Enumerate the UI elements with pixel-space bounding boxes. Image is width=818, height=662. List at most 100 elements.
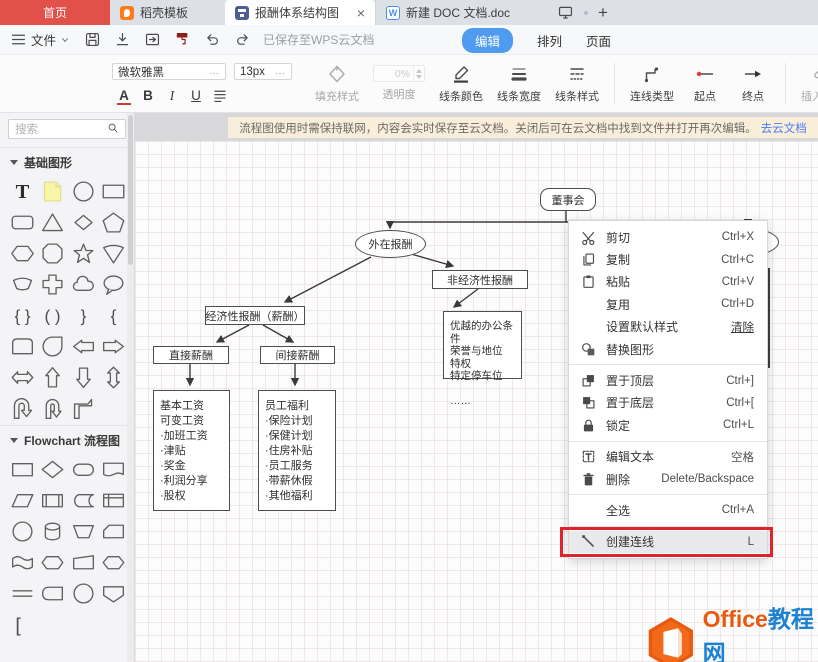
shape-corner-arrow[interactable] [68, 395, 99, 421]
shape-bracket[interactable]: [ [7, 611, 38, 637]
italic-button[interactable]: I [169, 87, 175, 103]
download-icon[interactable] [114, 31, 131, 48]
shape-card[interactable] [99, 518, 130, 544]
close-tab-icon[interactable]: × [356, 4, 365, 21]
shape-process[interactable] [7, 456, 38, 482]
underline-button[interactable]: U [191, 88, 201, 103]
shape-stored-data[interactable] [68, 487, 99, 513]
shape-manual-input[interactable] [68, 549, 99, 575]
canvas[interactable]: 流程图使用时需保持联网，内容会实时保存至云文档。关闭后可在云文档中找到文件并打开… [135, 113, 818, 662]
shape-cylinder[interactable] [38, 518, 69, 544]
diagram-node-board[interactable]: 董事会 [540, 188, 596, 211]
spin-up-icon[interactable] [416, 68, 422, 73]
shape-text[interactable]: T [7, 178, 38, 204]
diagram-node-external[interactable]: 外在报酬 [355, 230, 426, 258]
shape-diamond[interactable] [68, 209, 99, 235]
shape-sticky-note[interactable] [38, 178, 69, 204]
toolbar-group-connector-type[interactable]: 连线类型 [623, 55, 681, 112]
shape-u-turn-arrow[interactable] [7, 395, 38, 421]
toolbar-group-line-start[interactable]: 起点 [681, 55, 729, 112]
file-menu[interactable]: 文件 [10, 30, 70, 49]
shape-speech-bubble[interactable] [99, 271, 130, 297]
diagram-node-noneco[interactable]: 非经济性报酬 [432, 270, 528, 289]
align-icon[interactable] [208, 87, 232, 104]
bold-button[interactable]: B [143, 88, 153, 103]
shape-paren-pair[interactable]: ( ) [38, 302, 69, 328]
menu-item-替换图形[interactable]: 替换图形 [569, 338, 767, 360]
spin-down-icon[interactable] [416, 74, 422, 79]
diagram-node-direct[interactable]: 直接薪酬 [153, 346, 229, 364]
shape-star[interactable] [68, 240, 99, 266]
section-header-basic-shapes[interactable]: 基础图形 [0, 147, 134, 176]
shape-terminator[interactable] [68, 456, 99, 482]
shape-brace-pair[interactable]: { } [7, 302, 38, 328]
tab-edit-mode[interactable]: 编辑 [462, 27, 514, 53]
shape-teardrop[interactable] [38, 333, 69, 359]
monitor-icon[interactable] [557, 4, 574, 21]
go-to-cloud-link[interactable]: 去云文档 [760, 122, 807, 135]
diagram-node-indirect[interactable]: 间接薪酬 [260, 346, 335, 364]
shape-pentagon[interactable] [99, 209, 130, 235]
shape-paper-tape[interactable] [7, 549, 38, 575]
shape-display[interactable] [38, 580, 69, 606]
toolbar-group-line-style[interactable]: 线条样式 [548, 55, 606, 112]
shape-arc-band[interactable] [7, 271, 38, 297]
new-tab-button[interactable]: + [598, 2, 608, 22]
shape-subroutine[interactable] [38, 487, 69, 513]
shape-rectangle[interactable] [99, 178, 130, 204]
tab-home[interactable]: 首页 [0, 0, 110, 25]
shape-cone[interactable] [99, 240, 130, 266]
sidebar-scrollbar[interactable] [127, 113, 134, 662]
diagram-node-welfare[interactable]: 员工福利·保险计划·保健计划·住房补贴·员工服务·带薪休假·其他福利 [258, 390, 336, 511]
save-icon[interactable] [84, 31, 101, 48]
redo-icon[interactable] [234, 31, 251, 48]
shape-octagon[interactable] [38, 240, 69, 266]
shape-hexagon[interactable] [7, 240, 38, 266]
toolbar-group-line-end[interactable]: 终点 [729, 55, 777, 112]
diagram-node-perks[interactable]: 优越的办公条件荣誉与地位特权特定停车位 …… [443, 311, 522, 407]
format-painter-icon[interactable] [174, 31, 191, 48]
shape-preparation[interactable] [38, 549, 69, 575]
shape-arrow-down[interactable] [68, 364, 99, 390]
shape-parallelogram[interactable] [7, 487, 38, 513]
shape-internal-storage[interactable] [99, 487, 130, 513]
shape-arrow-up[interactable] [38, 364, 69, 390]
shape-arrow-double-v[interactable] [99, 364, 130, 390]
shape-brace-right[interactable]: } [68, 302, 99, 328]
shape-arrow-right[interactable] [99, 333, 130, 359]
section-header-flowchart[interactable]: Flowchart 流程图 [0, 425, 134, 454]
tab-doc[interactable]: W 新建 DOC 文档.doc [375, 0, 543, 25]
menu-item-编辑文本[interactable]: 编辑文本空格 [569, 446, 767, 468]
shape-ellipse[interactable] [68, 178, 99, 204]
toolbar-group-line-color[interactable]: 线条颜色 [432, 55, 490, 112]
shape-manual-operation[interactable] [68, 518, 99, 544]
shape-off-page[interactable] [99, 580, 130, 606]
menu-item-设置默认样式[interactable]: 设置默认样式清除 [569, 316, 767, 338]
tab-arrange-mode[interactable]: 排列 [537, 34, 563, 49]
shape-double-line[interactable] [7, 580, 38, 606]
shape-u-turn-arrow-2[interactable] [38, 395, 69, 421]
shape-cloud[interactable] [68, 271, 99, 297]
shape-half-rounded-rect[interactable] [7, 333, 38, 359]
shape-display-hex[interactable] [99, 549, 130, 575]
tab-docer[interactable]: 稻壳模板 [110, 0, 225, 25]
export-icon[interactable] [144, 31, 161, 48]
shape-decision[interactable] [38, 456, 69, 482]
font-color-button[interactable]: A [112, 88, 136, 105]
tab-page-mode[interactable]: 页面 [586, 34, 612, 49]
shape-circle2[interactable] [68, 580, 99, 606]
shape-document[interactable] [99, 456, 130, 482]
shape-triangle[interactable] [38, 209, 69, 235]
shape-cross[interactable] [38, 271, 69, 297]
shape-arrow-double-h[interactable] [7, 364, 38, 390]
